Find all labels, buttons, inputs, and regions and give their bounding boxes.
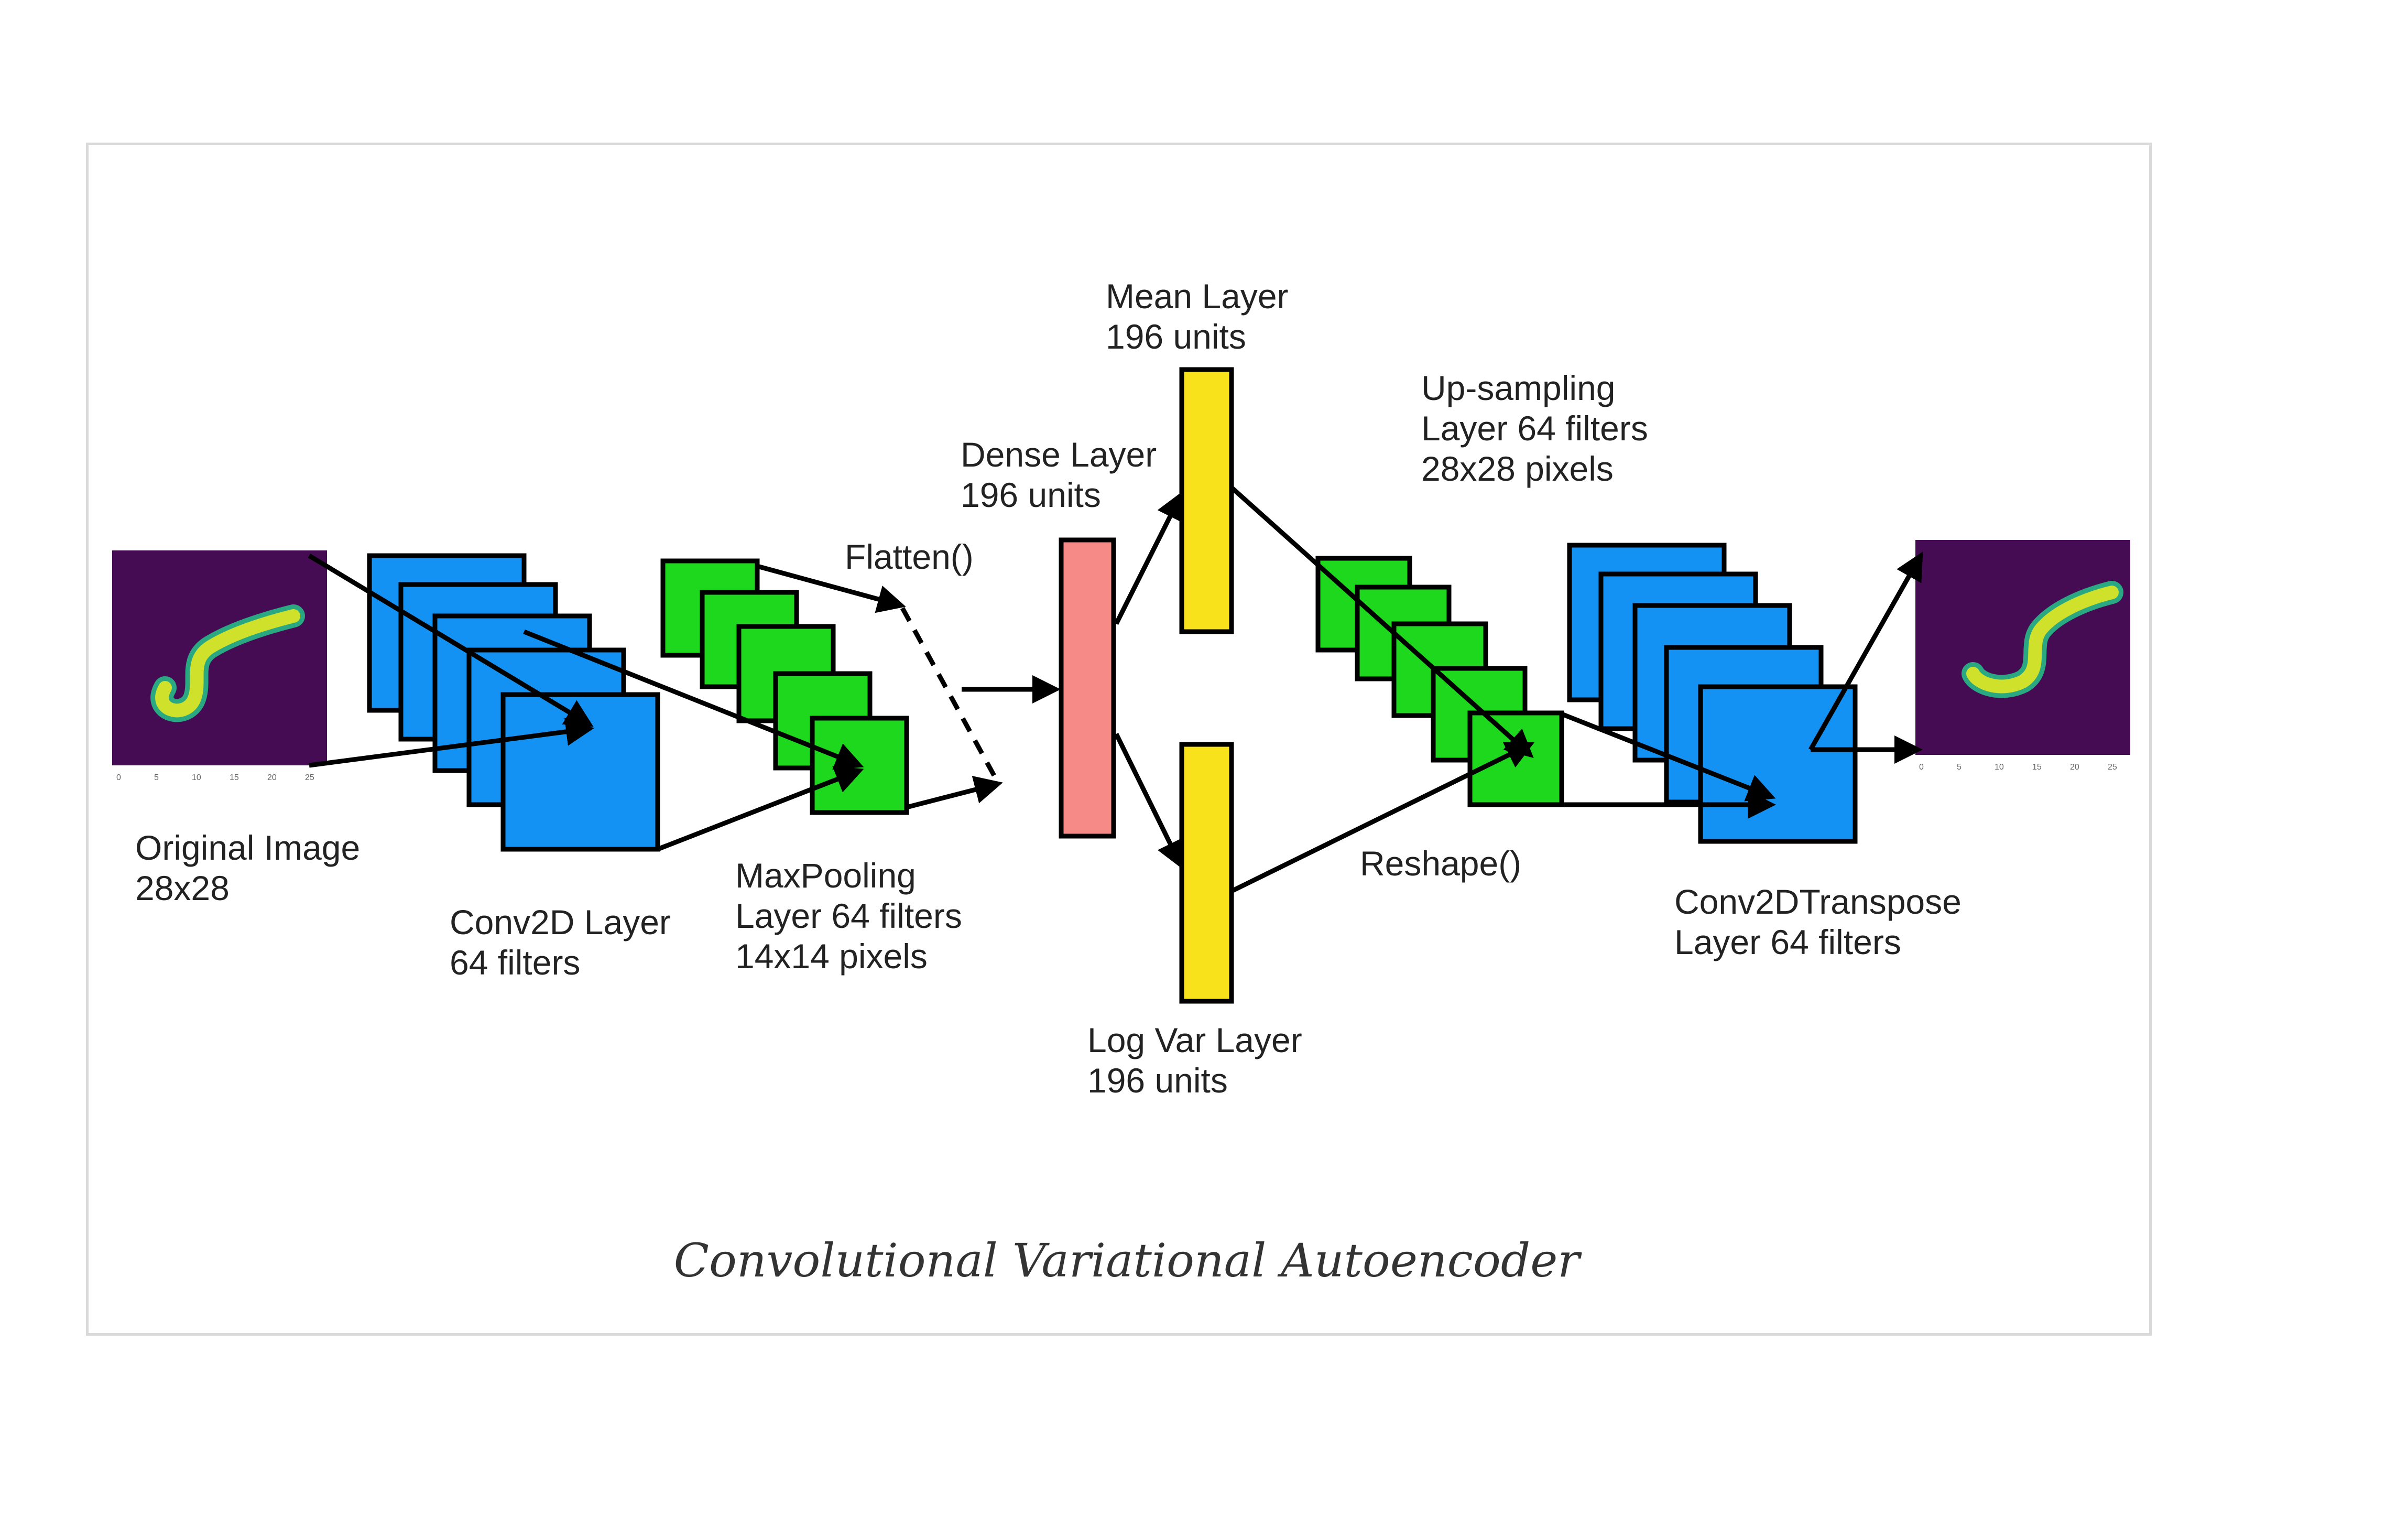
axis-tick-label: 25 bbox=[2108, 763, 2117, 772]
dense-layer bbox=[1059, 537, 1116, 839]
arrow-conv-to-pool-top bbox=[523, 629, 864, 770]
arrow-upsampling-to-convt-top bbox=[1561, 711, 1776, 802]
axis-tick-label: 5 bbox=[1957, 763, 1962, 772]
arrow-logvar-to-upsampling bbox=[1230, 742, 1535, 894]
dense-layer-label: Dense Layer 196 units bbox=[961, 435, 1167, 514]
flatten-dashed-line bbox=[900, 607, 998, 780]
logvar-layer-label: Log Var Layer 196 units bbox=[1087, 1021, 1312, 1100]
axis-tick-label: 20 bbox=[2070, 763, 2079, 772]
axis-tick-label: 15 bbox=[230, 773, 239, 782]
logvar-layer bbox=[1179, 742, 1234, 1004]
axis-tick-label: 15 bbox=[2032, 763, 2042, 772]
figure-caption: Convolutional Variational Autoencoder bbox=[674, 1233, 1583, 1287]
arrow-pool-to-flatten-top bbox=[756, 564, 906, 613]
arrow-conv-to-pool-bottom bbox=[657, 766, 864, 852]
conv2d-label: Conv2D Layer 64 filters bbox=[450, 903, 680, 982]
mean-layer bbox=[1179, 367, 1234, 634]
arrow-image-to-conv-top bbox=[308, 554, 594, 727]
axis-tick-label: 10 bbox=[1995, 763, 2004, 772]
conv2dtranspose-label: Conv2DTranspose Layer 64 filters bbox=[1674, 882, 1971, 961]
original-image-x-ticks: 0 5 10 15 20 25 bbox=[116, 773, 314, 782]
maxpooling-label: MaxPooling Layer 64 filters 14x14 pixels bbox=[735, 856, 972, 976]
original-image: 0 5 10 15 20 25 bbox=[112, 550, 327, 782]
flatten-label: Flatten() bbox=[845, 537, 974, 576]
arrow-dense-to-logvar bbox=[1114, 733, 1183, 870]
connection-arrows bbox=[308, 485, 1923, 894]
axis-tick-label: 20 bbox=[267, 773, 277, 782]
reshape-label: Reshape() bbox=[1360, 844, 1521, 883]
axis-tick-label: 5 bbox=[154, 773, 159, 782]
reconstructed-image-x-ticks: 0 5 10 15 20 25 bbox=[1919, 763, 2117, 772]
arrow-dense-to-mean bbox=[1114, 491, 1183, 625]
arrow-image-to-conv-bottom bbox=[309, 718, 594, 768]
axis-tick-label: 0 bbox=[1919, 763, 1924, 772]
arrow-convt-to-output-top bbox=[1808, 551, 1923, 751]
arrow-mean-to-upsampling bbox=[1229, 485, 1534, 759]
conv2dtranspose-stack bbox=[1567, 543, 1858, 844]
arrow-pool-to-flatten-bottom bbox=[906, 776, 1003, 810]
axis-tick-label: 0 bbox=[116, 773, 121, 782]
axis-tick-label: 10 bbox=[192, 773, 201, 782]
axis-tick-label: 25 bbox=[305, 773, 314, 782]
upsampling-label: Up-sampling Layer 64 filters 28x28 pixel… bbox=[1421, 369, 1658, 488]
mean-layer-label: Mean Layer 196 units bbox=[1106, 277, 1298, 356]
conv2d-stack bbox=[367, 553, 660, 852]
reconstructed-image: 0 5 10 15 20 25 bbox=[1915, 540, 2130, 772]
original-image-label: Original Image 28x28 bbox=[135, 828, 370, 907]
